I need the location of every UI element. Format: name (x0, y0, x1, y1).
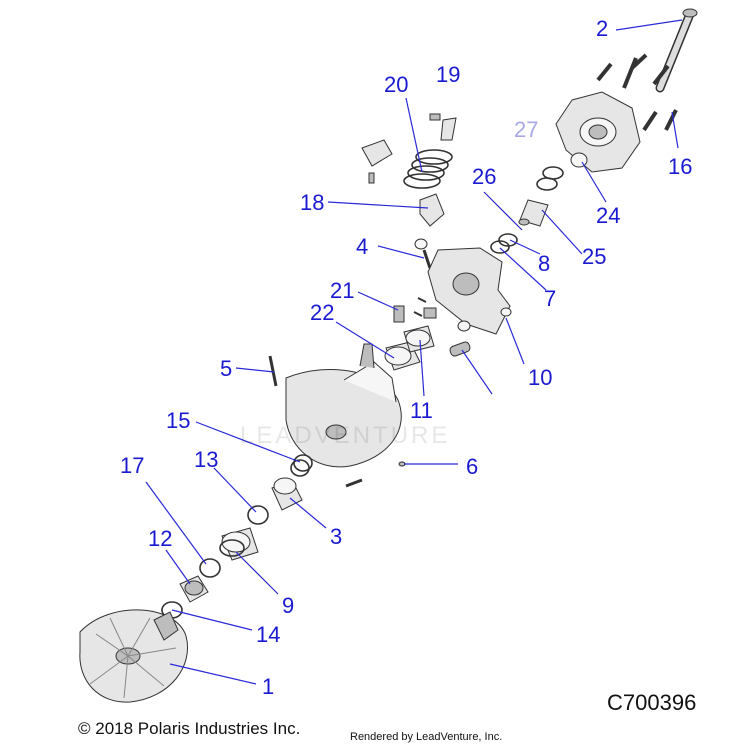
part-sheave-moveable[interactable] (285, 343, 406, 468)
callout-21[interactable]: 21 (330, 278, 355, 303)
leader-lines (145, 19, 683, 685)
callout-3[interactable]: 3 (330, 524, 343, 549)
callout-1[interactable]: 1 (262, 674, 275, 699)
part-17-snap-ring[interactable] (199, 558, 221, 578)
rendered-by-text: Rendered by LeadVenture, Inc. (350, 731, 503, 743)
callout-6[interactable]: 6 (466, 454, 479, 479)
part-1-fixed-sheave[interactable] (79, 609, 188, 703)
callout-18[interactable]: 18 (300, 190, 325, 215)
copyright-text: © 2018 Polaris Industries Inc. (78, 719, 301, 738)
callout-16[interactable]: 16 (668, 154, 693, 179)
callout-7[interactable]: 7 (544, 286, 557, 311)
callout-17[interactable]: 17 (120, 453, 145, 478)
part-25-spacer[interactable] (518, 166, 564, 227)
part-9-bushing[interactable] (219, 527, 259, 561)
part-18-weight[interactable] (361, 139, 445, 227)
callout-24[interactable]: 24 (596, 203, 621, 228)
callout-14[interactable]: 14 (256, 622, 281, 647)
callout-27[interactable]: 27 (514, 117, 539, 142)
part-7-8-washers[interactable] (490, 233, 518, 254)
callout-12[interactable]: 12 (148, 526, 173, 551)
callout-25[interactable]: 25 (582, 244, 607, 269)
part-23-bushing[interactable] (384, 307, 437, 371)
callout-22[interactable]: 22 (310, 300, 335, 325)
part-19-pin[interactable] (429, 113, 457, 141)
part-4-housing[interactable] (413, 238, 512, 335)
callout-20[interactable]: 20 (384, 72, 409, 97)
part-2-long-bolt[interactable] (655, 8, 698, 93)
callout-11[interactable]: 11 (410, 398, 433, 423)
part-pin (345, 478, 363, 488)
part-16-bolts[interactable] (596, 53, 678, 132)
part-12-collar[interactable] (179, 575, 209, 603)
callout-9[interactable]: 9 (282, 593, 295, 618)
callout-4[interactable]: 4 (356, 234, 369, 259)
callout-2[interactable]: 2 (596, 16, 609, 41)
callout-8[interactable]: 8 (538, 251, 551, 276)
callout-26[interactable]: 26 (472, 164, 497, 189)
part-13-ring[interactable] (247, 505, 269, 525)
part-15-ring[interactable] (290, 454, 313, 477)
callout-13[interactable]: 13 (194, 447, 219, 472)
part-24-spider[interactable] (555, 91, 641, 173)
callout-19[interactable]: 19 (436, 62, 461, 87)
watermark: LEADVENTURE (240, 422, 451, 449)
part-5-pin[interactable] (268, 355, 278, 387)
callout-15[interactable]: 15 (166, 408, 191, 433)
drawing-id: C700396 (607, 690, 697, 715)
callout-10[interactable]: 10 (528, 365, 553, 390)
part-22-button[interactable] (449, 341, 471, 357)
callout-5[interactable]: 5 (220, 356, 233, 381)
part-21-roller[interactable] (393, 305, 405, 323)
part-3-bushing[interactable] (271, 477, 303, 511)
part-20-spring[interactable] (403, 149, 453, 189)
